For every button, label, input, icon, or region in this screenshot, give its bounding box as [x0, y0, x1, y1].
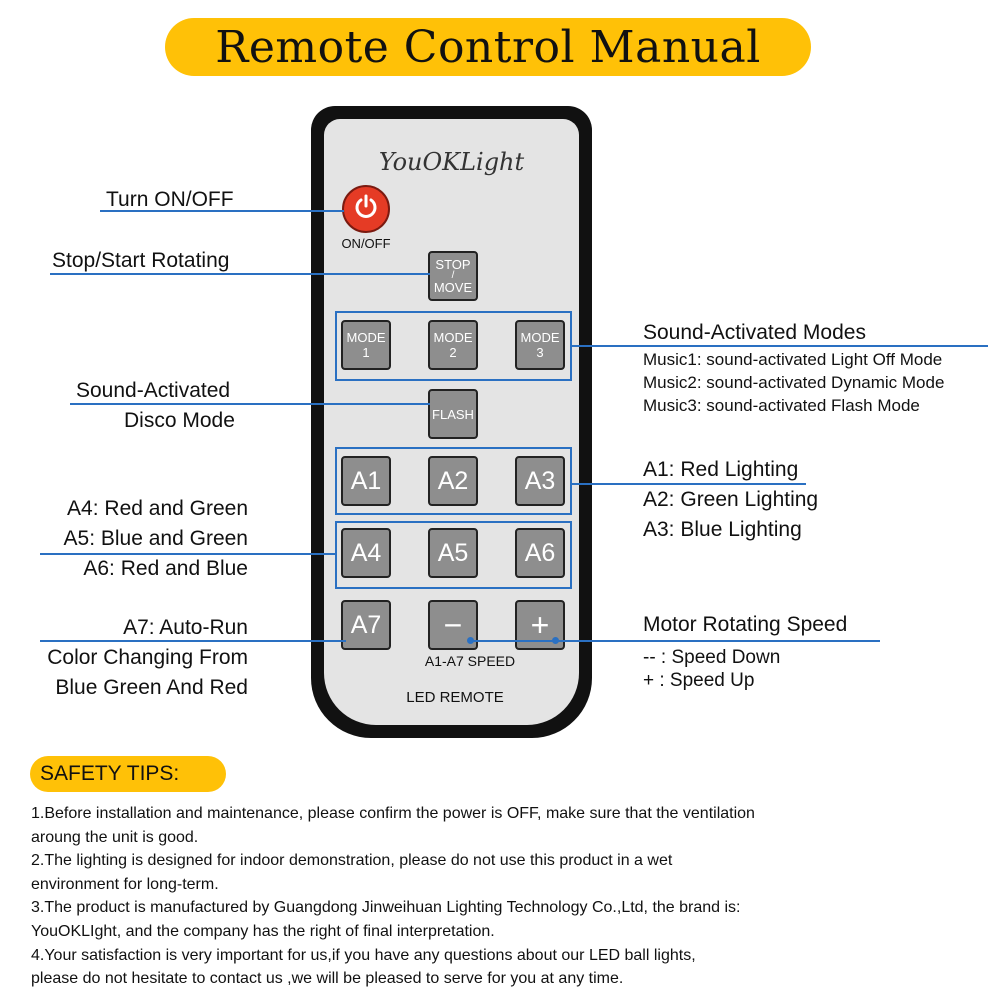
move-label: MOVE [433, 280, 473, 295]
label-a2: A2: Green Lighting [643, 488, 819, 511]
label-music3: Music3: sound-activated Flash Mode [643, 396, 920, 415]
a2-label: A2 [437, 466, 469, 495]
a4-label: A4 [350, 538, 382, 567]
label-speed-up: + : Speed Up [643, 670, 755, 691]
safety-line: 4.Your satisfaction is very important fo… [31, 946, 696, 964]
safety-line: 3.The product is manufactured by Guangdo… [31, 899, 741, 917]
callout-line-speed [470, 640, 880, 642]
label-music2: Music2: sound-activated Dynamic Mode [643, 373, 945, 392]
a1-button[interactable]: A1 [341, 456, 391, 506]
speed-caption: A1-A7 SPEED [424, 653, 516, 669]
safety-line: 2.The lighting is designed for indoor de… [31, 852, 673, 870]
mode-1-label: MODE [346, 330, 386, 345]
label-a7-2: Color Changing From [47, 646, 248, 669]
label-disco-2: Disco Mode [124, 409, 235, 432]
safety-tips: 1.Before installation and maintenance, p… [31, 802, 961, 991]
a4-a6-group-box [335, 521, 572, 589]
callout-line-a4-a6 [40, 553, 336, 555]
speed-down-button[interactable]: − [428, 600, 478, 650]
mode-3-number: 3 [536, 345, 544, 360]
label-stop-start: Stop/Start Rotating [52, 249, 230, 272]
label-a4: A4: Red and Green [67, 497, 248, 520]
label-sound-modes: Sound-Activated Modes [643, 321, 866, 344]
power-button[interactable] [342, 185, 390, 233]
safety-line: 1.Before installation and maintenance, p… [31, 805, 755, 822]
label-motor-speed: Motor Rotating Speed [643, 613, 848, 636]
a1-a3-group-box [335, 447, 572, 515]
a3-label: A3 [524, 466, 556, 495]
led-remote-caption: LED REMOTE [406, 689, 504, 706]
callout-line-modes [570, 345, 988, 347]
mode-1-button[interactable]: MODE 1 [341, 320, 391, 370]
label-a7-3: Blue Green And Red [55, 676, 248, 699]
a5-label: A5 [437, 538, 469, 567]
safety-line: YouOKLIght, and the company has the righ… [31, 922, 495, 940]
flash-label: FLASH [432, 406, 474, 422]
minus-icon: − [443, 606, 463, 643]
callout-line-a1-a3 [570, 483, 806, 485]
mode-1-number: 1 [362, 345, 370, 360]
stop-label: STOP [435, 257, 471, 272]
mode-2-button[interactable]: MODE 2 [428, 320, 478, 370]
page-title: Remote Control Manual [215, 21, 761, 73]
power-icon [352, 193, 380, 226]
mode-2-label: MODE [433, 330, 473, 345]
callout-line-flash [70, 403, 430, 405]
a1-label: A1 [350, 466, 382, 495]
stop-move-button[interactable]: STOP / MOVE [428, 251, 478, 301]
safety-banner: SAFETY TIPS: [30, 756, 226, 792]
safety-line: please do not hesitate to contact us ,we… [31, 970, 624, 988]
label-turn-on-off: Turn ON/OFF [106, 188, 234, 211]
a5-button[interactable]: A5 [428, 528, 478, 578]
label-speed-down: -- : Speed Down [643, 647, 781, 668]
label-a1: A1: Red Lighting [643, 458, 799, 481]
callout-line-a7 [40, 640, 346, 642]
a7-button[interactable]: A7 [341, 600, 391, 650]
a2-button[interactable]: A2 [428, 456, 478, 506]
flash-button[interactable]: FLASH [428, 389, 478, 439]
label-disco-1: Sound-Activated [76, 379, 231, 402]
a6-label: A6 [524, 538, 556, 567]
callout-line-stop [50, 273, 430, 275]
a3-button[interactable]: A3 [515, 456, 565, 506]
safety-line: environment for long-term. [31, 875, 219, 893]
label-a5: A5: Blue and Green [63, 527, 248, 550]
label-music1: Music1: sound-activated Light Off Mode [643, 350, 943, 369]
plus-icon: + [530, 606, 550, 643]
a4-button[interactable]: A4 [341, 528, 391, 578]
a7-label: A7 [350, 610, 382, 639]
slash-label: / [451, 270, 455, 281]
label-a7-1: A7: Auto-Run [123, 616, 248, 639]
a6-button[interactable]: A6 [515, 528, 565, 578]
safety-line: aroung the unit is good. [31, 828, 199, 846]
safety-heading: SAFETY TIPS: [40, 762, 180, 785]
mode-3-label: MODE [520, 330, 560, 345]
callout-line-power [100, 210, 344, 212]
callout-dot-plus [552, 637, 559, 644]
label-a3: A3: Blue Lighting [643, 518, 802, 541]
callout-dot-minus [467, 637, 474, 644]
mode-2-number: 2 [449, 345, 457, 360]
label-a6: A6: Red and Blue [83, 557, 248, 580]
mode-3-button[interactable]: MODE 3 [515, 320, 565, 370]
title-banner: Remote Control Manual [165, 18, 811, 76]
power-caption: ON/OFF [341, 236, 391, 251]
brand-logo: YouOKLight [378, 148, 525, 176]
